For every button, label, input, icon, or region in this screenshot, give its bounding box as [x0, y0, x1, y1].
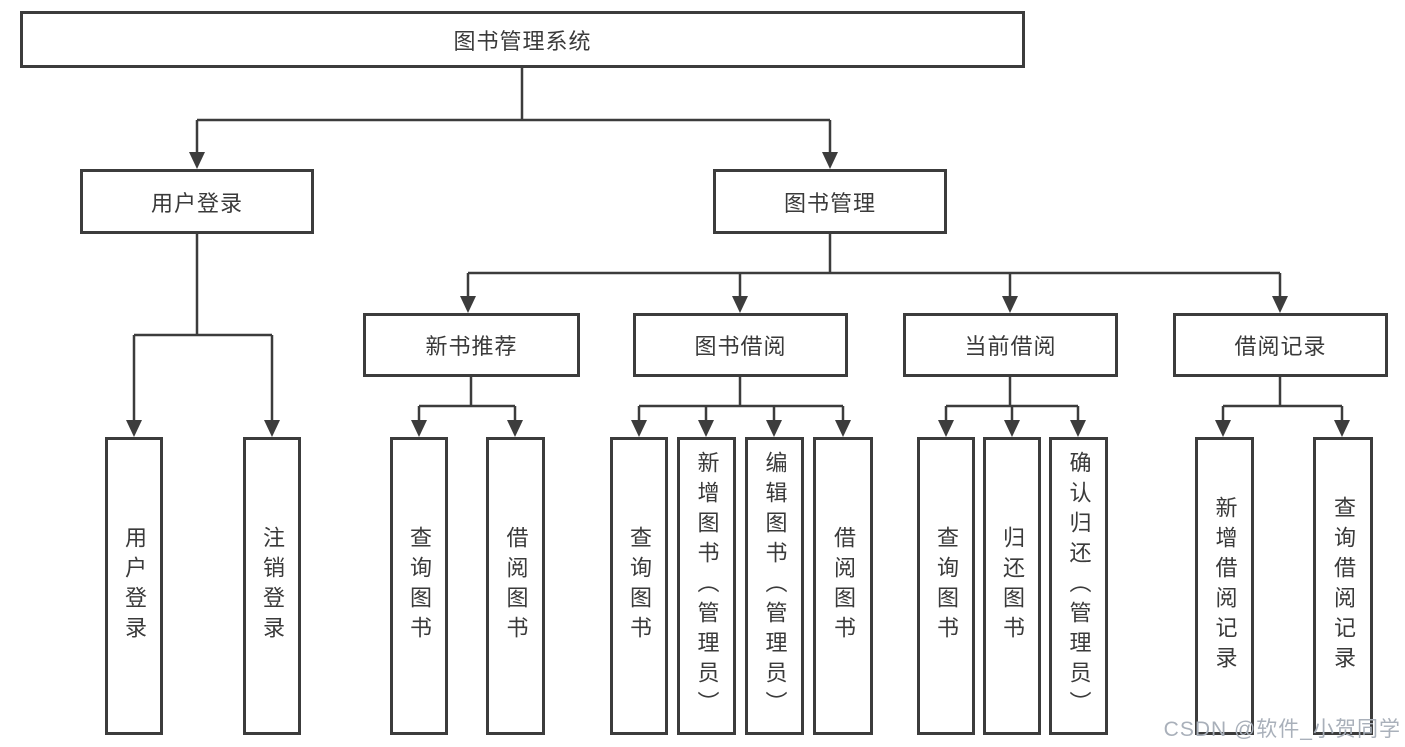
leaf-add-borrow-record: 新增借阅记录	[1195, 437, 1254, 735]
node-book-management: 图书管理	[713, 169, 947, 234]
leaf-query-books-1: 查询图书	[390, 437, 448, 735]
leaf-query-borrow-record: 查询借阅记录	[1313, 437, 1373, 735]
watermark: CSDN @软件_小贺同学	[1163, 718, 1401, 741]
leaf-user-login: 用户登录	[105, 437, 163, 735]
leaf-borrow-books-1: 借阅图书	[486, 437, 545, 735]
leaf-query-books-2: 查询图书	[610, 437, 668, 735]
leaf-edit-books-admin: 编辑图书（管理员）	[745, 437, 804, 735]
node-current-borrow: 当前借阅	[903, 313, 1118, 377]
leaf-return-books: 归还图书	[983, 437, 1041, 735]
node-user-login: 用户登录	[80, 169, 314, 234]
leaf-logout: 注销登录	[243, 437, 301, 735]
node-borrow-records: 借阅记录	[1173, 313, 1388, 377]
node-book-borrow: 图书借阅	[633, 313, 848, 377]
leaf-confirm-return-admin: 确认归还（管理员）	[1049, 437, 1108, 735]
leaf-add-books-admin: 新增图书（管理员）	[677, 437, 736, 735]
node-root-system: 图书管理系统	[20, 11, 1025, 68]
leaf-borrow-books-2: 借阅图书	[813, 437, 873, 735]
arrowheads	[126, 152, 1350, 437]
leaf-query-books-3: 查询图书	[917, 437, 975, 735]
node-new-book-recommend: 新书推荐	[363, 313, 580, 377]
